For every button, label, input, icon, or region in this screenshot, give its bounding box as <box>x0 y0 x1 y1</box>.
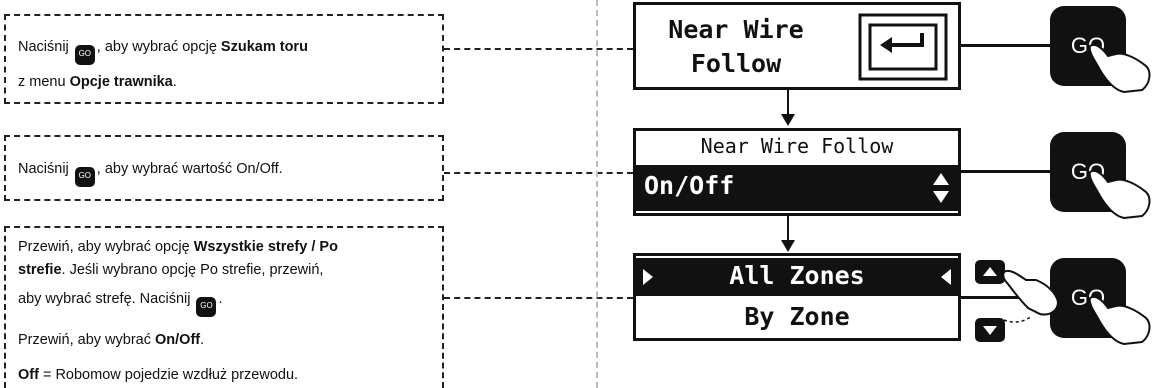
right-pointer-icon <box>643 269 653 285</box>
step3-line5: Off = Robomow pojedzie wzdłuż przewodu. <box>18 367 299 383</box>
step1-line1: Naciśnij GO, aby wybrać opcję Szukam tor… <box>18 38 308 65</box>
down-triangle-icon <box>983 326 997 335</box>
lcd-screen-zones: All Zones By Zone <box>633 253 961 341</box>
connector-go-2 <box>961 170 1051 173</box>
go-key-icon: GO <box>74 45 95 65</box>
zone-option-by-zone: By Zone <box>744 302 850 331</box>
connector-2 <box>444 172 633 174</box>
return-arrow-icon <box>858 13 948 81</box>
instruction-box-3 <box>4 226 444 388</box>
go-key-icon: GO <box>196 297 217 317</box>
scroll-down-button[interactable] <box>975 318 1005 342</box>
scrolling-hand-icon <box>1002 270 1060 323</box>
down-arrow-2 <box>781 216 795 252</box>
step3-line1: Przewiń, aby wybrać opcję Wszystkie stre… <box>18 239 338 255</box>
down-arrow-1 <box>781 90 795 126</box>
step3-line2: strefie. Jeśli wybrano opcję Po strefie,… <box>18 262 324 278</box>
left-pointer-icon <box>941 269 951 285</box>
instruction-box-1 <box>4 14 444 104</box>
connector-go-1 <box>961 44 1051 47</box>
screen3-highlight: All Zones <box>636 258 958 296</box>
up-down-arrows-icon <box>933 173 949 203</box>
screen2-title: Near Wire Follow <box>700 134 894 158</box>
connector-3 <box>444 297 633 299</box>
pointing-hand-icon <box>1088 44 1151 94</box>
step1-line2: z menu Opcje trawnika. <box>18 74 177 90</box>
pointing-hand-icon <box>1088 170 1151 220</box>
lcd-screen-near-wire-follow: Near Wire Follow <box>633 2 961 90</box>
up-triangle-icon <box>983 267 997 276</box>
screen2-highlight: On/Off <box>636 165 958 211</box>
connector-1 <box>444 48 633 50</box>
connector-go-3 <box>961 296 1051 299</box>
instruction-box-2 <box>4 135 444 201</box>
step2-text: Naciśnij GO, aby wybrać wartość On/Off. <box>18 160 283 187</box>
step3-line3: aby wybrać strefę. Naciśnij GO. <box>18 290 223 317</box>
scroll-up-button[interactable] <box>975 260 1005 284</box>
screen1-title: Near Wire Follow <box>668 15 804 78</box>
column-separator <box>596 0 598 388</box>
screen2-value: On/Off <box>644 171 735 200</box>
go-key-icon: GO <box>74 167 95 187</box>
step3-line4: Przewiń, aby wybrać On/Off. <box>18 332 205 348</box>
pointing-hand-icon <box>1088 296 1151 346</box>
zone-option-all: All Zones <box>729 261 865 290</box>
lcd-screen-on-off: Near Wire Follow On/Off <box>633 128 961 216</box>
